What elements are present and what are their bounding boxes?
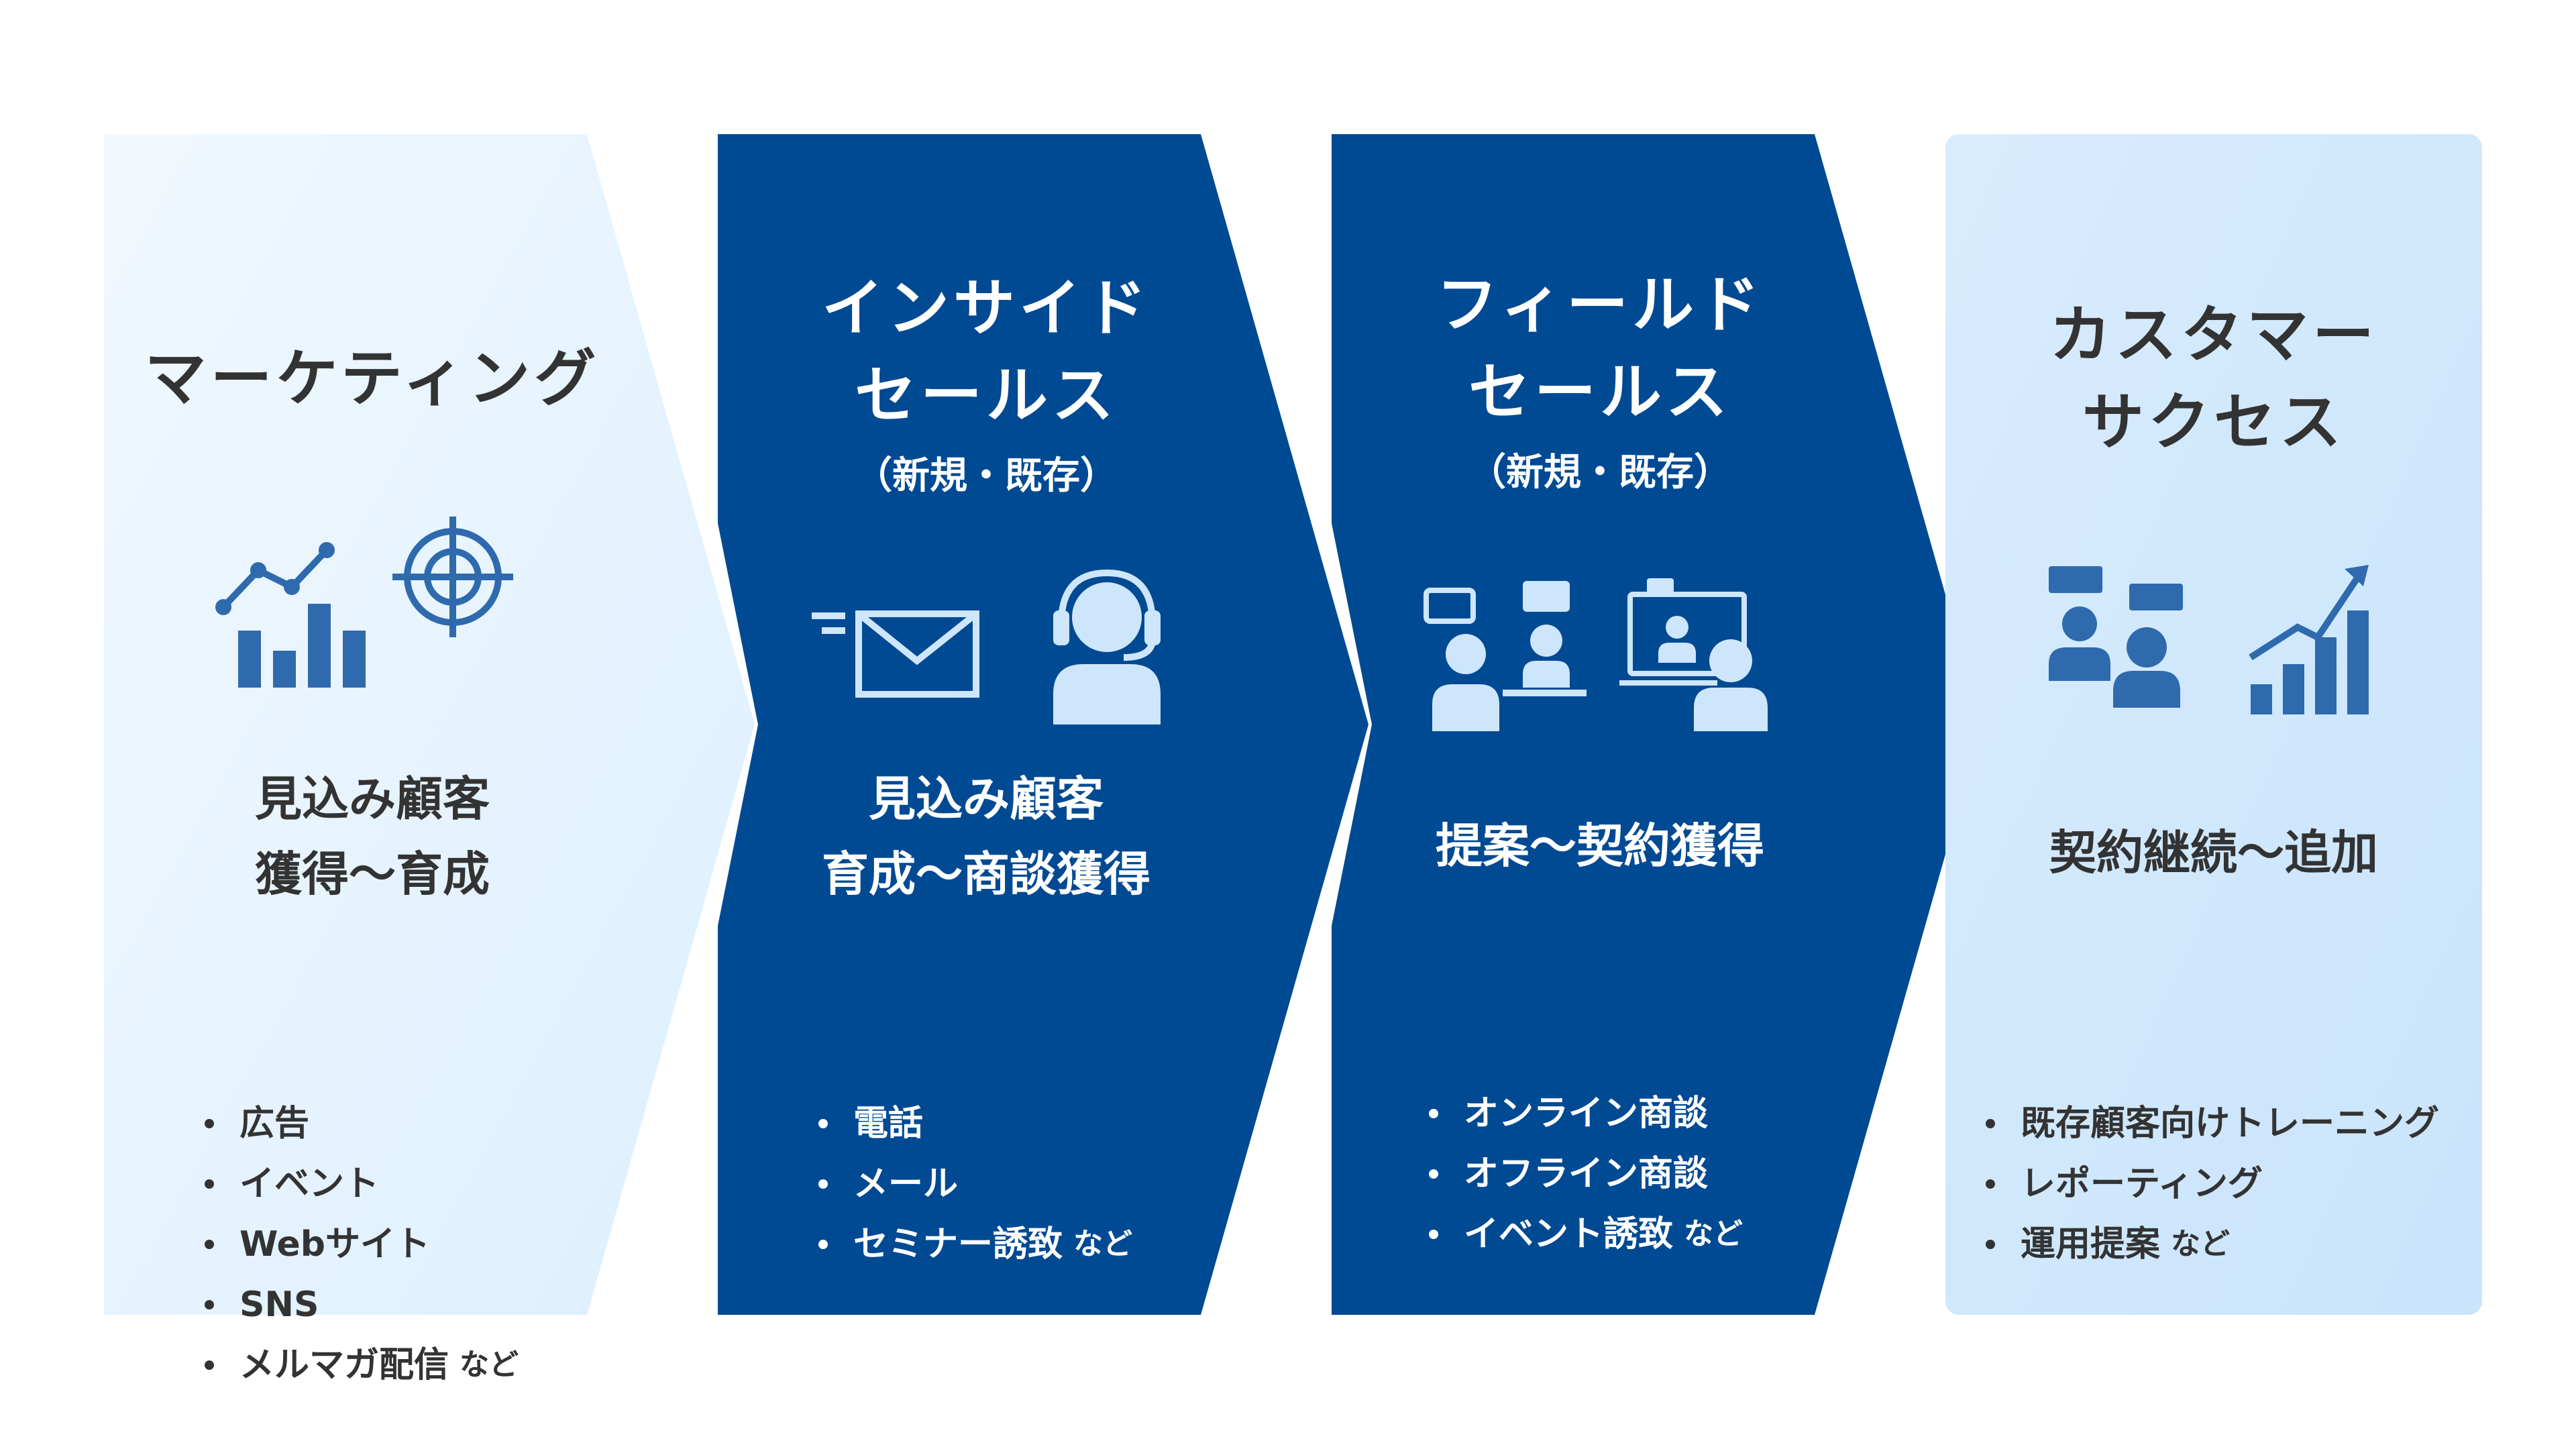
- headset-operator-icon: [1053, 569, 1161, 724]
- list-item: イベント誘致など: [1429, 1204, 1743, 1265]
- list-item: 運用提案など: [1986, 1214, 2439, 1275]
- list-item: オンライン商談: [1429, 1083, 1743, 1144]
- stage-inside-sales: インサイド セールス （新規・既存）: [718, 134, 1254, 1315]
- target-crosshair-icon: [392, 517, 513, 637]
- stage-goal: 見込み顧客 獲得〜育成: [255, 771, 490, 902]
- list-item: オフライン商談: [1429, 1144, 1743, 1204]
- list-item: イベント: [205, 1154, 519, 1214]
- stage-4-card: [1945, 134, 2482, 1315]
- list-item: 既存顧客向けトレーニング: [1986, 1093, 2439, 1154]
- stage-field-sales: フィールド セールス （新規・既存）: [1332, 134, 1868, 1315]
- stage-title: フィールド セールス: [1436, 269, 1764, 428]
- face-to-face-meeting-icon: [1424, 581, 1587, 731]
- stage-subtitle: （新規・既存）: [1468, 451, 1731, 494]
- stage-title: インサイド セールス: [821, 272, 1150, 431]
- list-item: 広告: [205, 1093, 519, 1154]
- activity-list: 既存顧客向けトレーニング レポーティング 運用提案など: [1986, 1093, 2439, 1275]
- stage-icons: [1332, 570, 1868, 745]
- stage-title: カスタマー サクセス: [2049, 299, 2378, 458]
- list-item: SNS: [205, 1275, 519, 1335]
- activity-list: 広告 イベント Webサイト SNS メルマガ配信など: [205, 1093, 519, 1395]
- etc-suffix: など: [2171, 1227, 2231, 1261]
- growth-bar-chart-icon: [2249, 565, 2369, 714]
- activity-list: 電話 メール セミナー誘致など: [818, 1093, 1132, 1275]
- stage-icons: [1945, 564, 2482, 738]
- list-item: Webサイト: [205, 1214, 519, 1275]
- list-item: セミナー誘致など: [818, 1214, 1132, 1275]
- stage-1-shape: [104, 134, 755, 1315]
- stage-icons: [718, 564, 1254, 738]
- stage-title: マーケティング: [144, 343, 600, 415]
- customers-chat-icon: [2049, 566, 2183, 708]
- etc-suffix: など: [1684, 1217, 1743, 1251]
- list-item: メール: [818, 1154, 1132, 1214]
- list-item: レポーティング: [1986, 1154, 2439, 1214]
- stage-goal: 見込み顧客 育成〜商談獲得: [822, 771, 1150, 902]
- stage-3-shape: [1332, 134, 1982, 1315]
- list-item: 電話: [818, 1093, 1132, 1154]
- email-envelope-icon: [812, 610, 979, 698]
- stage-marketing: マーケティング: [104, 134, 641, 1385]
- list-item: メルマガ配信など: [205, 1335, 519, 1395]
- etc-suffix: など: [1073, 1227, 1133, 1261]
- stage-icons: [104, 510, 641, 698]
- stage-subtitle: （新規・既存）: [855, 454, 1118, 498]
- stage-2-shape: [718, 134, 1368, 1315]
- stage-goal: 提案〜契約獲得: [1436, 818, 1764, 873]
- stage-customer-success: カスタマー サクセス: [1945, 134, 2482, 1315]
- activity-list: オンライン商談 オフライン商談 イベント誘致など: [1429, 1083, 1743, 1265]
- etc-suffix: など: [460, 1348, 519, 1382]
- stage-goal: 契約継続〜追加: [2049, 825, 2378, 880]
- online-meeting-icon: [1619, 578, 1768, 731]
- line-trend-bar-chart-icon: [215, 542, 366, 688]
